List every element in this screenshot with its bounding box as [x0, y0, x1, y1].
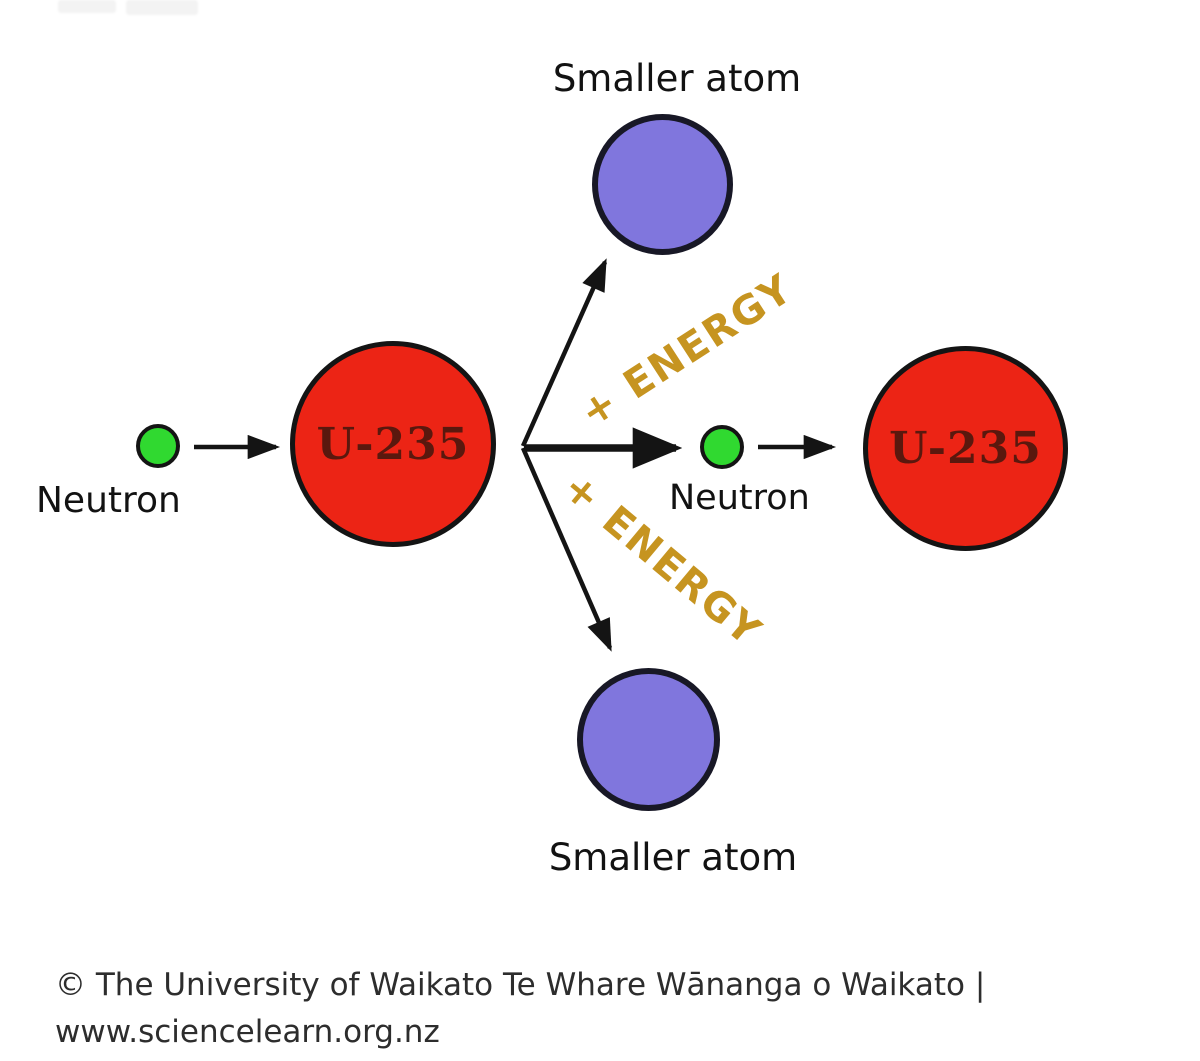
- u235-right-circle: U-235: [863, 346, 1068, 551]
- arrow-fission-down-to-smaller-atom: [520, 447, 613, 652]
- neutron-left-circle: [136, 424, 180, 468]
- cropped-text-artifact: [58, 0, 116, 13]
- footer-credit-line1: © The University of Waikato Te Whare Wān…: [55, 967, 986, 1003]
- smaller-atom-bottom-label: Smaller atom: [548, 836, 798, 879]
- smaller-atom-top-circle: [592, 114, 733, 255]
- smaller-atom-bottom-circle: [577, 668, 720, 811]
- u235-right-label: U-235: [889, 423, 1042, 474]
- neutron-right-circle: [700, 425, 744, 469]
- neutron-right-label: Neutron: [669, 478, 810, 518]
- arrow-fission-up-to-smaller-atom: [520, 258, 608, 447]
- smaller-atom-top-label: Smaller atom: [552, 57, 802, 100]
- u235-left-circle: U-235: [290, 341, 496, 547]
- footer-credit-line2: www.sciencelearn.org.nz: [55, 1014, 440, 1050]
- cropped-text-artifact: [126, 0, 198, 15]
- neutron-left-label: Neutron: [36, 480, 181, 521]
- u235-left-label: U-235: [316, 418, 470, 470]
